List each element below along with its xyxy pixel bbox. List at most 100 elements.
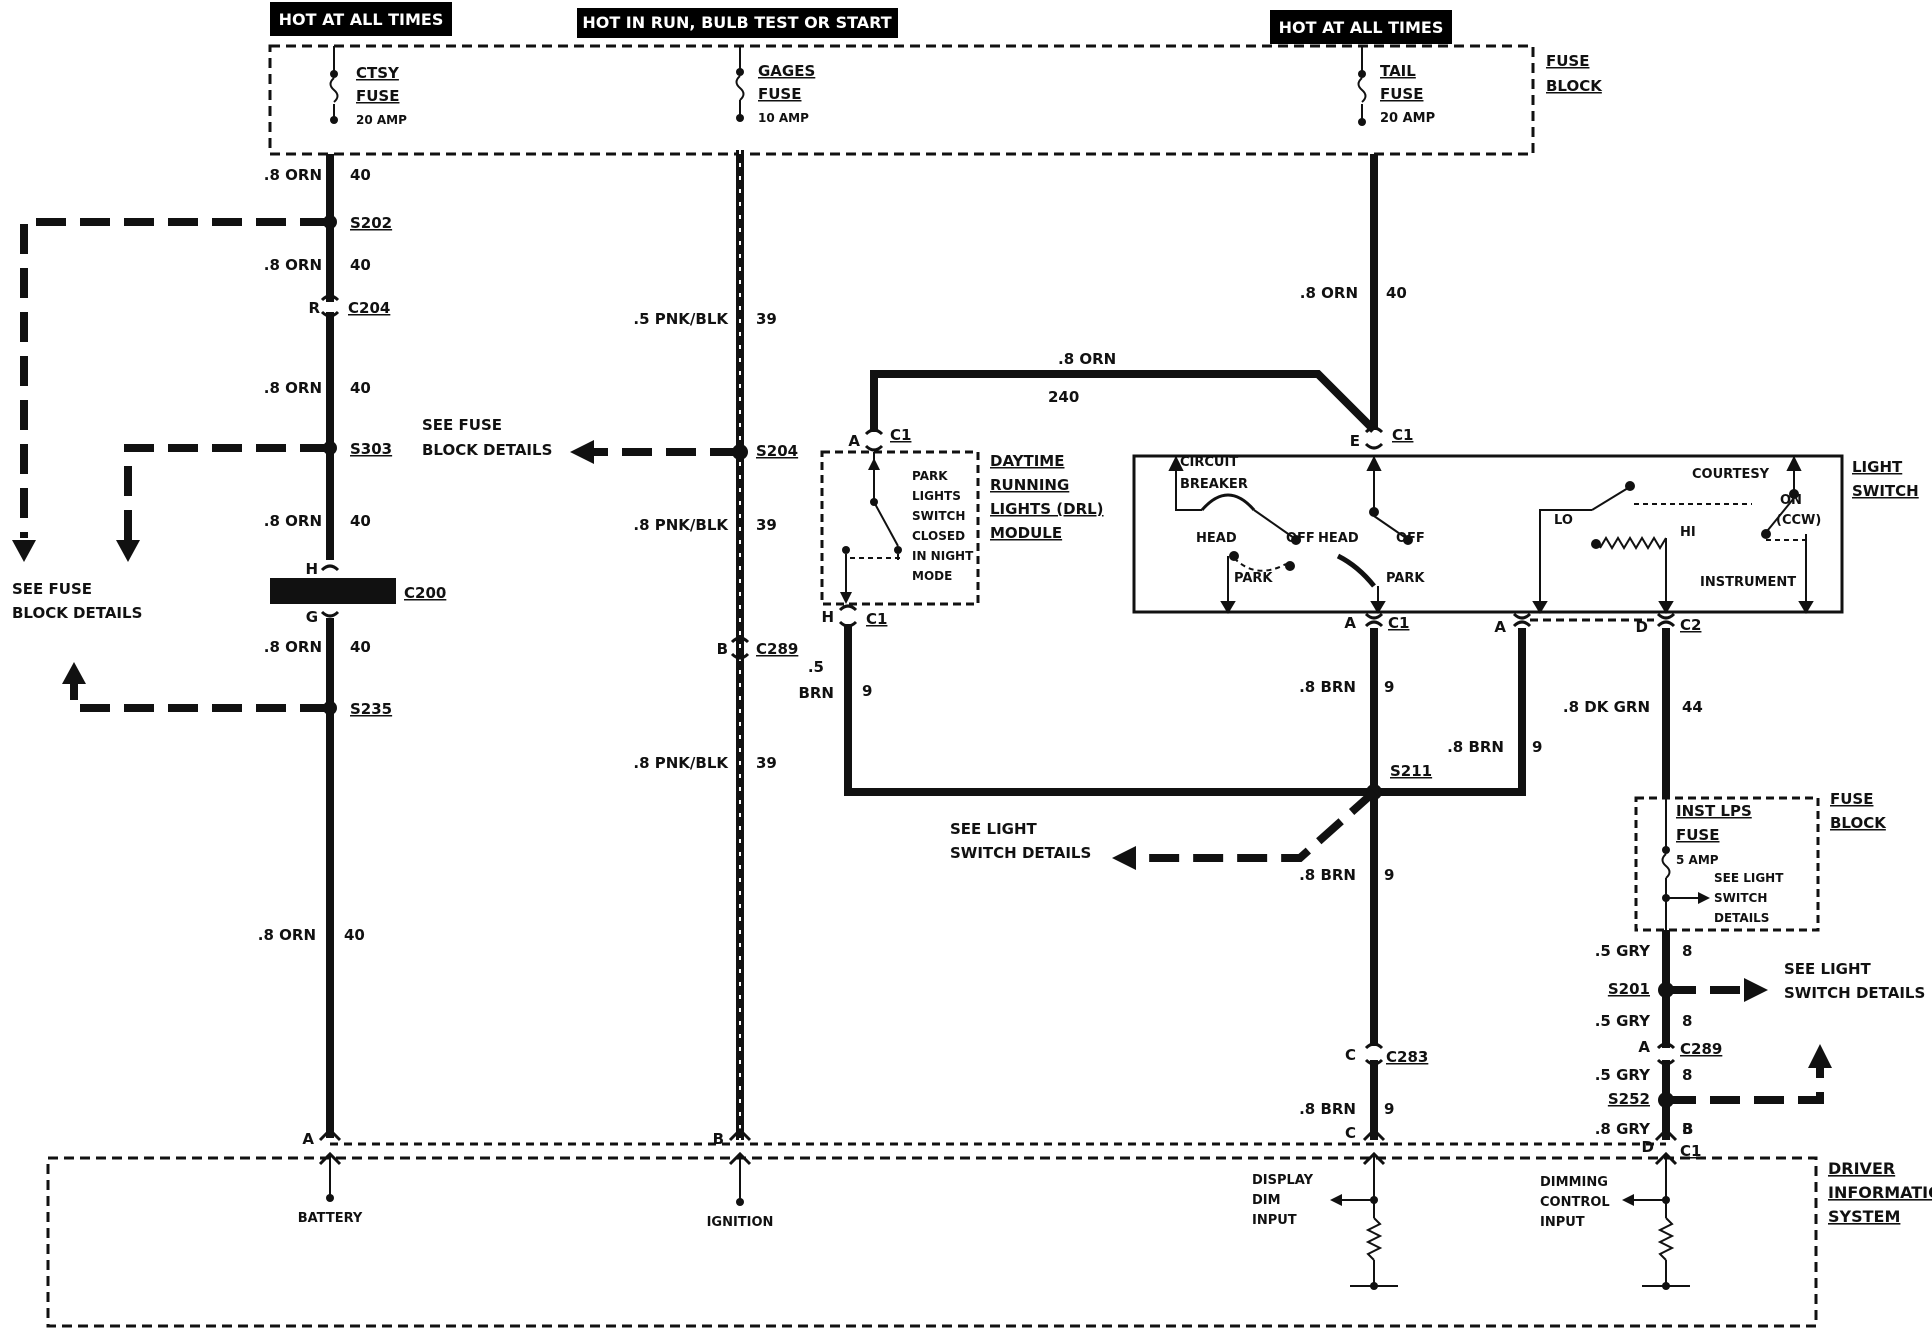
diagram-stroke	[330, 70, 338, 78]
ls-text: CIRCUIT	[1180, 455, 1238, 470]
diagram-stroke	[838, 604, 858, 612]
diagram-stroke	[1786, 455, 1802, 471]
diagram-stroke	[1364, 620, 1384, 628]
wire-label: .8 BRN	[1299, 1100, 1356, 1118]
wire-label: .5	[808, 658, 824, 676]
wire-label: .8 ORN	[264, 256, 322, 274]
wire-label: .5 GRY	[1595, 1012, 1651, 1030]
arrow-down-icon	[116, 540, 140, 562]
diagram-stroke	[270, 2, 452, 36]
diagram-stroke	[1657, 1217, 1675, 1261]
diagram-stroke	[1364, 1058, 1384, 1066]
fuse-block-inst-label: BLOCK	[1830, 814, 1887, 832]
wire-label: 40	[1386, 284, 1407, 302]
arrow-down-icon	[12, 540, 36, 562]
diagram-stroke	[1364, 426, 1384, 434]
ls-text: ON	[1780, 493, 1802, 508]
wire-label: 9	[1384, 866, 1394, 884]
diagram-label: 5 AMP	[1676, 853, 1719, 867]
connector-ls-a2	[1512, 612, 1532, 628]
diagram-label: 20 AMP	[356, 113, 407, 127]
wire-label: .8 PNK/BLK	[633, 754, 729, 772]
arrow-up-icon	[62, 662, 86, 684]
diagram-stroke	[1658, 601, 1674, 614]
diagram-stroke	[736, 114, 744, 122]
diagram-stroke	[864, 428, 884, 436]
dis-title: DRIVER	[1828, 1159, 1895, 1178]
diagram-stroke	[1761, 529, 1771, 539]
diagram-stroke	[1599, 536, 1667, 550]
wire-label: .8 ORN	[258, 926, 316, 944]
note-see-fuse-mid: BLOCK DETAILS	[422, 441, 552, 459]
splice-label: S201	[1608, 980, 1650, 998]
diagram-stroke	[1591, 487, 1629, 511]
note-see-light-right: SWITCH DETAILS	[1784, 984, 1925, 1002]
diagram-stroke	[1656, 1042, 1676, 1050]
diagram-stroke	[868, 458, 880, 470]
wire-label: .8 PNK/BLK	[633, 516, 729, 534]
branch-s303	[124, 444, 330, 540]
drl-inner-text: PARK	[912, 469, 948, 483]
connector-label: C1	[866, 610, 887, 628]
diagram-stroke	[842, 546, 850, 554]
connector-ls-a	[1364, 612, 1384, 628]
wire-label: 8	[1682, 942, 1692, 960]
dis-display-dim: DISPLAY	[1252, 1173, 1314, 1188]
ls-text: PARK	[1386, 571, 1425, 586]
drl-internal-switch	[840, 452, 902, 604]
wire-label: .5 GRY	[1595, 942, 1651, 960]
ls-text: PARK	[1234, 571, 1273, 586]
ls-text: HEAD	[1196, 531, 1237, 546]
dis-pin-d	[1622, 1127, 1690, 1290]
diagram-stroke	[1330, 1194, 1342, 1206]
diagram-label: D	[1642, 1138, 1654, 1156]
circuit-9-right	[1374, 628, 1526, 796]
connector-label: C1	[1680, 1142, 1701, 1160]
wire-label: 39	[756, 310, 777, 328]
branch-s252	[1666, 1066, 1824, 1104]
wire-label: .8 BRN	[1299, 866, 1356, 884]
branch-s235	[70, 682, 330, 712]
diagram-label: A	[1494, 618, 1506, 636]
diagram-stroke	[1364, 1042, 1384, 1050]
circuit-9-drl	[844, 624, 1368, 796]
driver-information-system	[46, 1156, 1818, 1328]
dis-pin-c	[1330, 1127, 1398, 1290]
diagram-stroke	[1366, 455, 1382, 471]
connector-label: C289	[756, 640, 798, 658]
connector-label: C200	[404, 584, 446, 602]
wire-label: .5 GRY	[1595, 1066, 1651, 1084]
diagram-label: A	[302, 1130, 314, 1148]
diagram-label: E	[1350, 432, 1360, 450]
splice-label: S235	[350, 700, 392, 718]
dis-title: SYSTEM	[1828, 1207, 1900, 1226]
connector-c289-gages	[730, 636, 750, 660]
connector-ls-e	[1364, 426, 1384, 450]
wire-label: .8 ORN	[1300, 284, 1358, 302]
diagram-stroke	[1656, 612, 1676, 620]
diagram-label: A	[1638, 1038, 1650, 1056]
inst-fuse-note: DETAILS	[1714, 911, 1769, 925]
diagram-label: HOT IN RUN, BULB TEST OR START	[582, 13, 891, 32]
connector-drl-bottom	[838, 604, 858, 628]
ls-text: COURTESY	[1692, 467, 1770, 482]
fuse-block-inst	[1634, 796, 1820, 932]
diagram-stroke	[329, 77, 339, 103]
drl-module	[820, 450, 980, 606]
wire-label: 44	[1682, 698, 1703, 716]
diagram-stroke	[1357, 77, 1367, 103]
diagram-stroke	[730, 636, 750, 644]
light-switch-title: LIGHT	[1852, 458, 1903, 476]
diagram-stroke	[1370, 601, 1386, 614]
connector-c289-gry	[1656, 1042, 1676, 1066]
arrow-left-icon	[1112, 846, 1136, 870]
connector-c204	[320, 294, 340, 318]
wire-label: 40	[350, 638, 371, 656]
diagram-stroke	[1358, 70, 1366, 78]
wire-label: 40	[350, 166, 371, 184]
inst-fuse-note: SWITCH	[1714, 891, 1767, 905]
circuit-240	[870, 370, 1377, 433]
diagram-stroke	[1532, 601, 1548, 614]
note-see-light-mid: SEE LIGHT	[950, 820, 1038, 838]
diagram-stroke	[1364, 442, 1384, 450]
